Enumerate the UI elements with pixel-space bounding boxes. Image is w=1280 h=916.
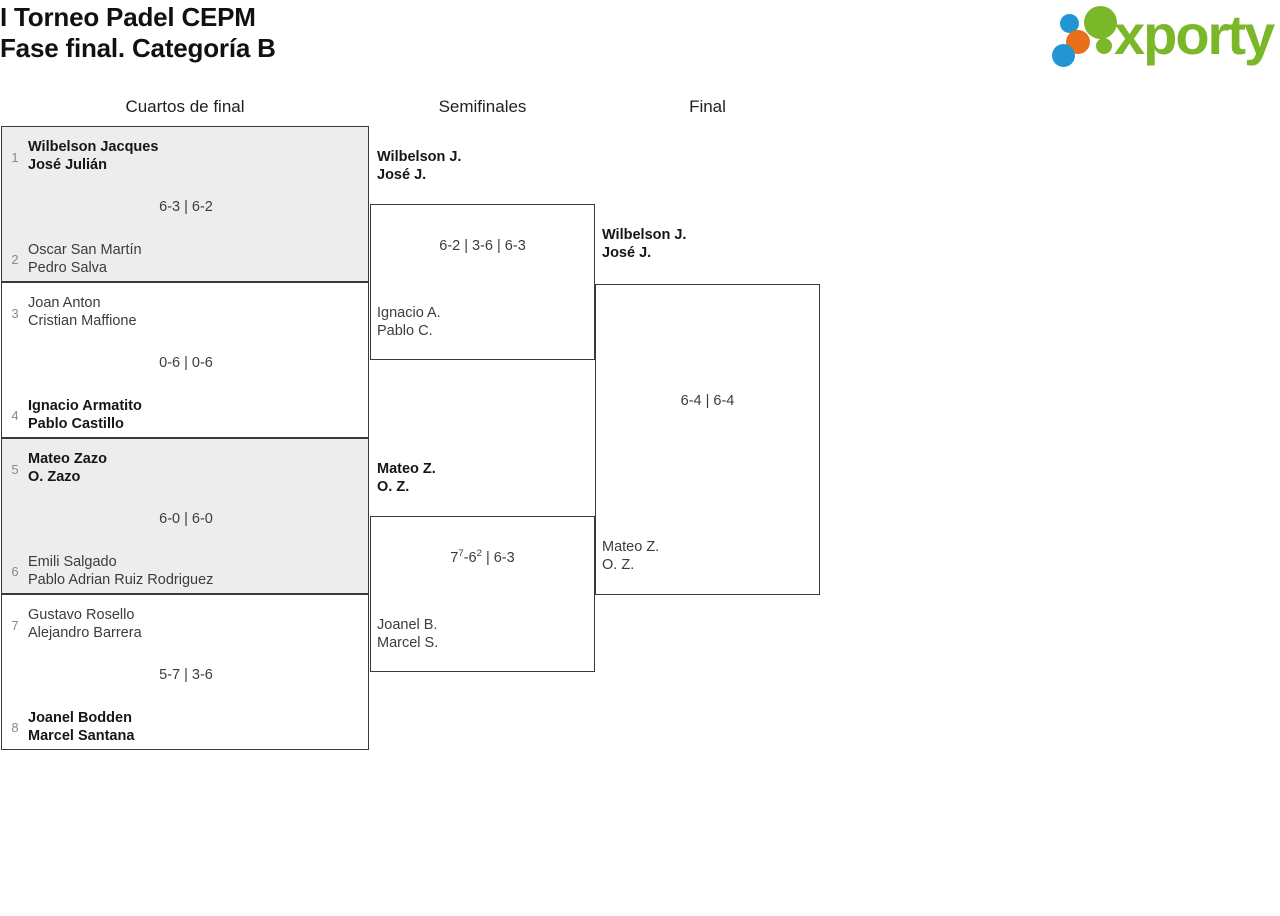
player-name: Pedro Salva — [28, 260, 107, 276]
player-name: O. Zazo — [28, 469, 81, 485]
logo-dot-green-small-icon — [1096, 38, 1112, 54]
player-name: Pablo C. — [377, 323, 433, 339]
match-cell[interactable]: 7 Gustavo Rosello Alejandro Barrera 5-7 … — [1, 594, 369, 750]
seed-number: 7 — [11, 618, 19, 633]
match-team-top[interactable]: Wilbelson J. José J. — [377, 148, 592, 184]
player-name: Alejandro Barrera — [28, 625, 142, 641]
player-name: Mateo Z. — [377, 461, 436, 477]
final-match-cell[interactable]: 6-4 | 6-4 — [595, 284, 820, 595]
round-header-quarterfinals: Cuartos de final — [125, 97, 245, 116]
final-team-top[interactable]: Wilbelson J. José J. — [602, 226, 817, 262]
player-name: Marcel Santana — [28, 728, 135, 744]
player-name: Marcel S. — [377, 635, 439, 651]
match-cell[interactable]: 77-62 | 6-3 — [370, 516, 595, 672]
player-name: Pablo Castillo — [28, 416, 124, 432]
player-name: O. Z. — [602, 557, 635, 573]
seed-number: 3 — [11, 306, 19, 321]
match-score: 5-7 | 3-6 — [159, 667, 213, 683]
player-name: Wilbelson Jacques — [28, 139, 159, 155]
match-score: 77-62 | 6-3 — [450, 548, 515, 566]
logo-dot-green-large-icon — [1084, 6, 1117, 39]
player-name: Joan Anton — [28, 295, 101, 311]
player-name: Cristian Maffione — [28, 313, 137, 329]
seed-number: 2 — [11, 252, 19, 267]
player-name: José Julián — [28, 157, 107, 173]
match-team-bottom[interactable]: 2 Oscar San Martín Pedro Salva — [2, 241, 362, 277]
seed-number: 4 — [11, 408, 19, 423]
player-name: Joanel Bodden — [28, 710, 132, 726]
player-name: José J. — [602, 245, 652, 261]
match-team-bottom[interactable]: 6 Emili Salgado Pablo Adrian Ruiz Rodrig… — [2, 553, 362, 589]
player-name: Oscar San Martín — [28, 242, 142, 258]
final-team-bottom[interactable]: Mateo Z. O. Z. — [602, 538, 817, 574]
team-names: Mateo Zazo O. Zazo — [28, 450, 362, 486]
match-cell[interactable]: 5 Mateo Zazo O. Zazo 6-0 | 6-0 6 Emili S… — [1, 438, 369, 594]
player-name: Emili Salgado — [28, 554, 117, 570]
tournament-name: I Torneo Padel CEPM — [0, 2, 256, 32]
player-name: Gustavo Rosello — [28, 607, 135, 623]
player-name: Ignacio A. — [377, 305, 441, 321]
team-names: Emili Salgado Pablo Adrian Ruiz Rodrigue… — [28, 553, 362, 589]
logo-dot-blue-bottom-icon — [1052, 44, 1075, 67]
seed-number: 6 — [11, 564, 19, 579]
match-team-top[interactable]: 1 Wilbelson Jacques José Julián — [2, 138, 362, 174]
team-names: Gustavo Rosello Alejandro Barrera — [28, 606, 362, 642]
match-score: 6-0 | 6-0 — [159, 511, 213, 527]
logo-dot-blue-top-icon — [1060, 14, 1079, 33]
player-name: Wilbelson J. — [602, 227, 687, 243]
player-name: Ignacio Armatito — [28, 398, 142, 414]
match-score: 6-3 | 6-2 — [159, 199, 213, 215]
round-header-final: Final — [689, 97, 726, 116]
player-name: Mateo Z. — [602, 539, 660, 555]
seed-number: 1 — [11, 150, 19, 165]
player-name: Joanel B. — [377, 617, 438, 633]
player-name: Mateo Zazo — [28, 451, 107, 467]
team-names: Oscar San Martín Pedro Salva — [28, 241, 362, 277]
logo-wordmark: xporty — [1114, 3, 1275, 66]
match-cell[interactable]: 6-2 | 3-6 | 6-3 — [370, 204, 595, 360]
player-name: José J. — [377, 167, 427, 183]
match-team-bottom[interactable]: Joanel B. Marcel S. — [377, 616, 592, 652]
team-names: Wilbelson Jacques José Julián — [28, 138, 362, 174]
page-title: I Torneo Padel CEPM Fase final. Categorí… — [0, 0, 900, 64]
player-name: Wilbelson J. — [377, 149, 462, 165]
match-cell[interactable]: 3 Joan Anton Cristian Maffione 0-6 | 0-6… — [1, 282, 369, 438]
player-name: O. Z. — [377, 479, 410, 495]
seed-number: 5 — [11, 462, 19, 477]
player-name: Pablo Adrian Ruiz Rodriguez — [28, 572, 214, 588]
team-names: Joanel Bodden Marcel Santana — [28, 709, 362, 745]
team-names: Ignacio Armatito Pablo Castillo — [28, 397, 362, 433]
match-team-top[interactable]: 5 Mateo Zazo O. Zazo — [2, 450, 362, 486]
match-team-top[interactable]: 7 Gustavo Rosello Alejandro Barrera — [2, 606, 362, 642]
team-names: Joan Anton Cristian Maffione — [28, 294, 362, 330]
match-team-top[interactable]: 3 Joan Anton Cristian Maffione — [2, 294, 362, 330]
match-cell[interactable]: 1 Wilbelson Jacques José Julián 6-3 | 6-… — [1, 126, 369, 282]
xporty-logo[interactable]: xporty — [1052, 3, 1275, 67]
tournament-phase: Fase final. Categoría B — [0, 33, 276, 63]
round-header-semifinals: Semifinales — [438, 97, 527, 116]
match-score: 6-2 | 3-6 | 6-3 — [439, 238, 526, 254]
match-team-bottom[interactable]: 8 Joanel Bodden Marcel Santana — [2, 709, 362, 745]
match-team-bottom[interactable]: 4 Ignacio Armatito Pablo Castillo — [2, 397, 362, 433]
seed-number: 8 — [11, 720, 19, 735]
match-team-bottom[interactable]: Ignacio A. Pablo C. — [377, 304, 592, 340]
match-team-top[interactable]: Mateo Z. O. Z. — [377, 460, 592, 496]
match-score: 0-6 | 0-6 — [159, 355, 213, 371]
match-score: 6-4 | 6-4 — [680, 393, 735, 409]
